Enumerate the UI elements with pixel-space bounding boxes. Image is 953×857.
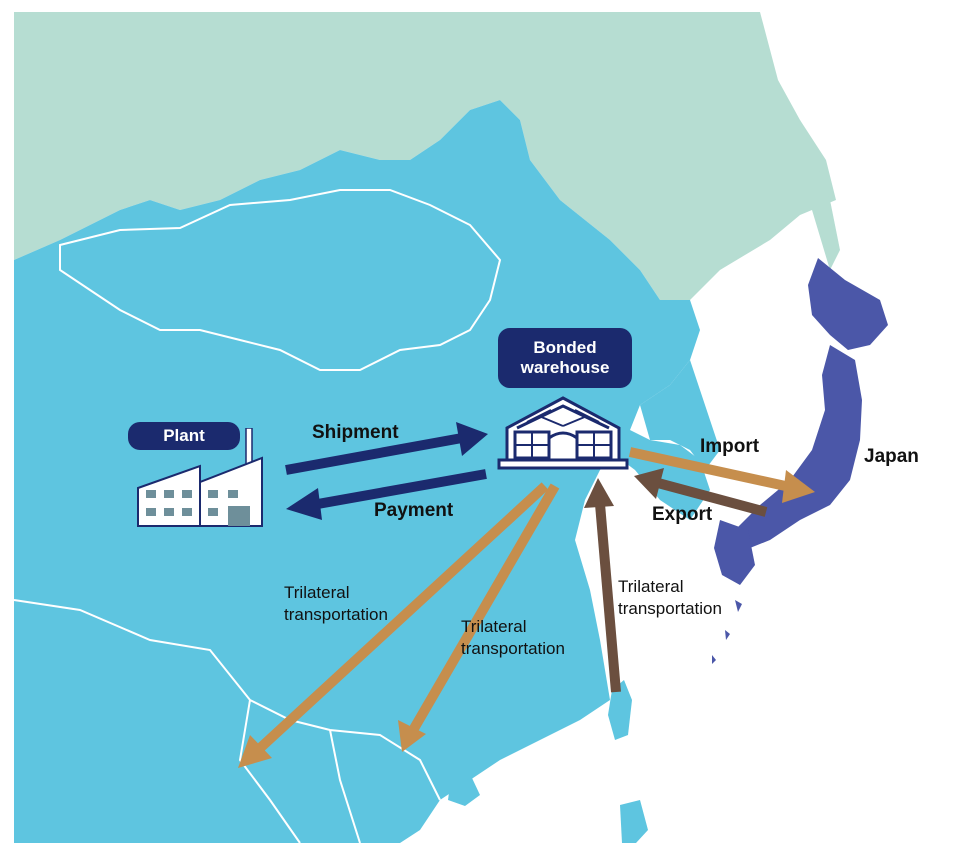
bonded-warehouse-badge: Bonded warehouse	[498, 328, 632, 388]
southern-borders	[13, 599, 441, 844]
shipment-arrow	[285, 422, 488, 475]
plant-badge: Plant	[128, 422, 240, 450]
trilateral-label-2-line1: Trilateral	[461, 617, 527, 636]
mongolia-border	[59, 189, 502, 371]
trilateral-label-1-line2: transportation	[284, 605, 388, 624]
trilateral-arrow-1	[238, 482, 549, 768]
export-label: Export	[652, 504, 713, 525]
payment-arrow	[286, 469, 487, 520]
trilateral-label-2: Trilateral transportation	[461, 616, 565, 660]
japan-honshu	[735, 345, 862, 550]
bonded-warehouse-label-line1: Bonded	[533, 338, 597, 357]
factory-icon	[137, 428, 263, 527]
taiwan-island	[608, 680, 632, 740]
japan-hokkaido	[808, 258, 888, 350]
import-arrow	[628, 447, 815, 503]
trilateral-label-3: Trilateral transportation	[618, 576, 722, 620]
japan-kyushu	[714, 520, 755, 585]
warehouse-icon	[497, 396, 629, 470]
shipment-label: Shipment	[312, 422, 399, 443]
trilateral-label-2-line2: transportation	[461, 639, 565, 658]
import-label: Import	[700, 436, 760, 457]
plant-label: Plant	[163, 426, 205, 445]
japan-ryukyu	[712, 600, 742, 664]
japan-label: Japan	[864, 446, 919, 467]
trilateral-label-3-line1: Trilateral	[618, 577, 684, 596]
philippines-island	[620, 800, 648, 843]
mainland-region	[14, 100, 710, 843]
korea-peninsula	[640, 360, 720, 470]
bonded-warehouse-label-line2: warehouse	[520, 358, 610, 377]
trilateral-arrow-3	[584, 478, 621, 693]
russia-region	[14, 12, 836, 300]
trilateral-label-1: Trilateral transportation	[284, 582, 388, 626]
trilateral-label-1-line1: Trilateral	[284, 583, 350, 602]
trilateral-label-3-line2: transportation	[618, 599, 722, 618]
sakhalin-island	[796, 120, 840, 270]
trilateral-arrow-2	[398, 483, 560, 752]
export-arrow	[634, 468, 768, 517]
payment-label: Payment	[374, 500, 454, 521]
hainan-island	[448, 778, 480, 806]
